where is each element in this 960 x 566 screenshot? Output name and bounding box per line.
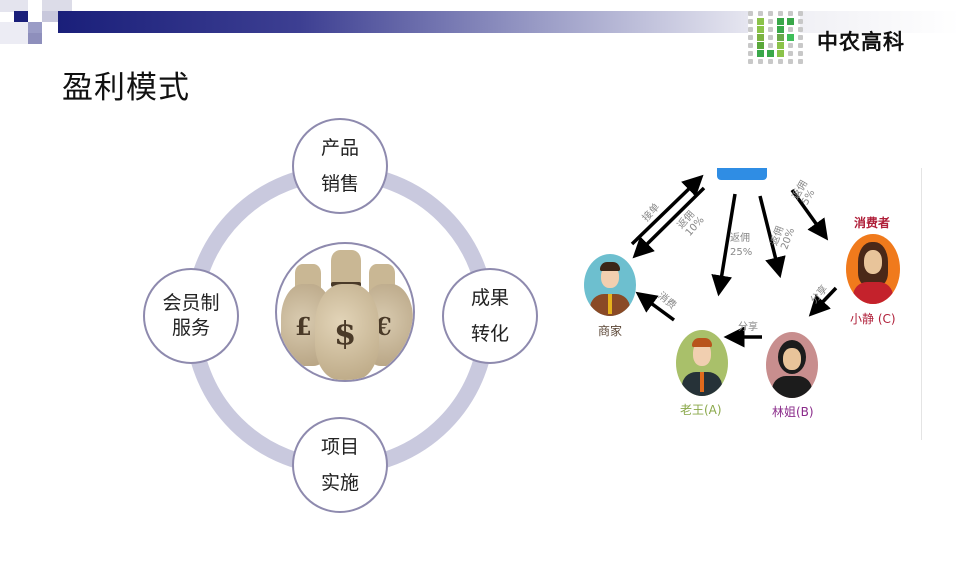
deco-square: [42, 0, 72, 11]
node-label: 项目: [320, 436, 359, 458]
deco-square: [28, 33, 42, 44]
laowang-avatar: [676, 330, 728, 396]
xiaojing-label: 小静 (C): [850, 312, 896, 326]
node-label: 成果: [470, 287, 509, 309]
header-bar-fade: [800, 11, 960, 33]
euro-symbol: €: [375, 312, 392, 341]
page-title: 盈利模式: [62, 70, 190, 106]
deco-square: [14, 11, 28, 22]
dollar-symbol: $: [334, 314, 357, 352]
deco-square: [0, 0, 28, 12]
node-label: 转化: [470, 323, 509, 345]
diagram-border: [921, 168, 922, 440]
node-product-sales: 产品 销售: [292, 118, 388, 214]
node-result-transform: 成果 转化: [442, 268, 538, 364]
laowang-label: 老王(A): [680, 403, 722, 417]
pound-symbol: £: [295, 312, 312, 341]
xiaojing-avatar: [846, 234, 900, 304]
merchant-label: 商家: [598, 324, 623, 338]
deco-square: [42, 11, 58, 22]
money-bags-icon: £ € $: [275, 242, 415, 382]
linjie-label: 林姐(B): [772, 405, 814, 419]
merchant-avatar: [584, 254, 636, 316]
arrow-label-share-b-a: 分享: [738, 322, 758, 333]
header-bar: [58, 11, 748, 33]
flow-arrows: [630, 174, 838, 348]
node-membership-service: 会员制 服务: [143, 268, 239, 364]
deco-square: [0, 22, 28, 44]
node-project-implementation: 项目 实施: [292, 417, 388, 513]
logo-icon: [746, 10, 810, 70]
node-label: 会员制: [162, 292, 220, 314]
node-label: 实施: [320, 472, 359, 494]
consumer-heading: 消费者: [854, 216, 891, 230]
node-label: 销售: [320, 173, 359, 195]
node-label: 产品: [320, 137, 359, 159]
deco-square: [28, 22, 42, 33]
linjie-avatar: [766, 332, 818, 398]
platform-bar: [717, 168, 767, 180]
logo-text: 中农高科: [817, 30, 905, 54]
node-label: 服务: [171, 317, 210, 339]
